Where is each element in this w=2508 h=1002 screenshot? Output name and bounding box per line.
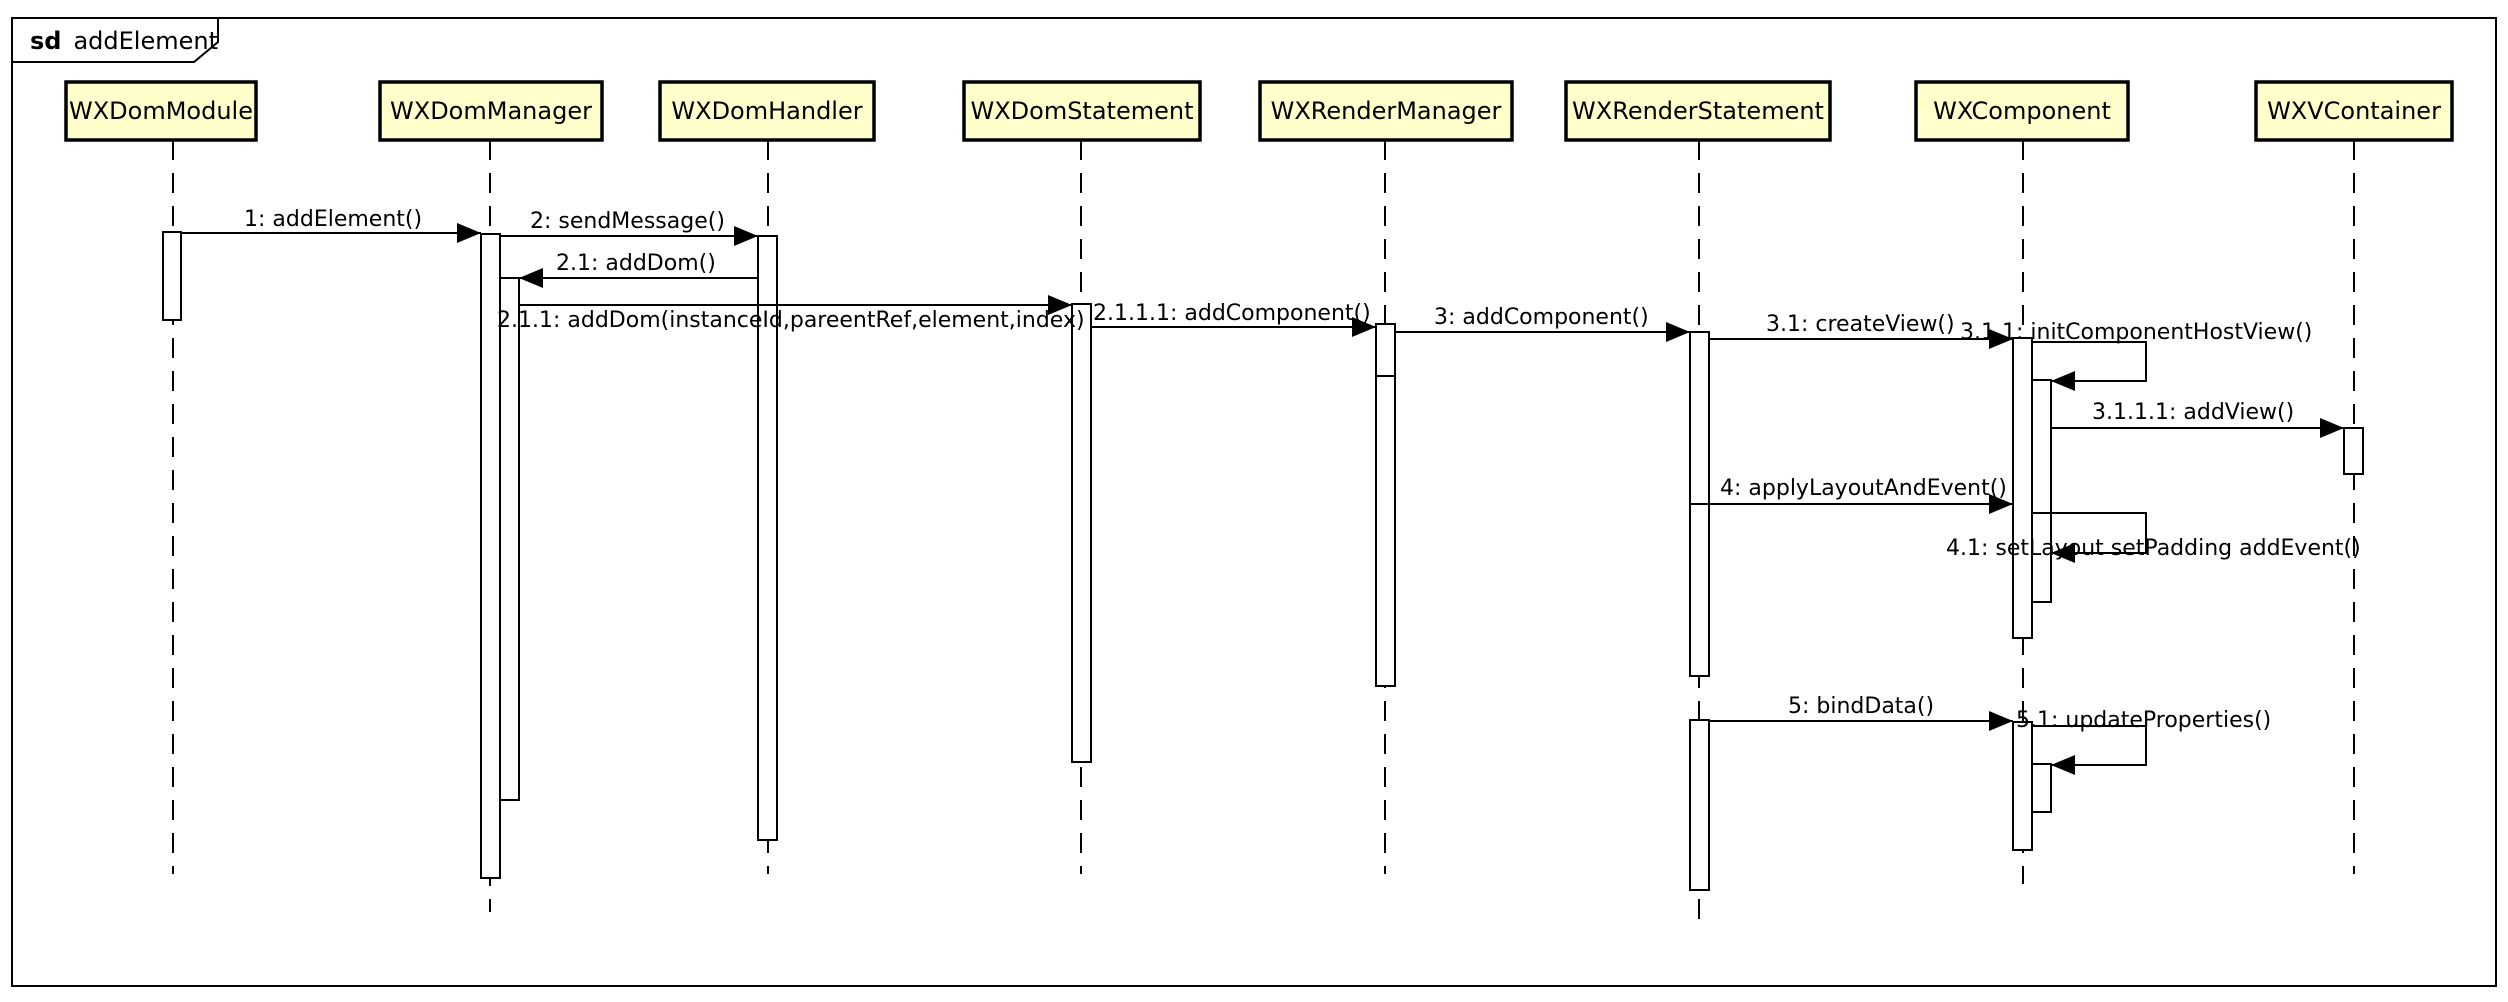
activation-bar [1071,303,1092,763]
arrow-head-icon [1666,322,1690,342]
lifeline-heads: WXDomModule WXDomManager WXDomHandler WX… [64,80,2454,142]
message-5-1: 5.1: updateProperties() [2016,708,2271,775]
arrow-head-icon [519,268,543,288]
lifeline-head-label: WXDomModule [69,97,253,125]
activation-bar [1375,323,1396,687]
arrow-head-icon [1989,329,2013,349]
arrow-head-icon [1352,317,1376,337]
message-2: 2: sendMessage() [500,209,758,246]
frame-label: sd addElement [30,27,218,55]
lifeline-head-box [658,80,876,142]
message-3-1-1-1: 3.1.1.1: addView() [2051,400,2344,438]
arrow-head-icon [2051,371,2075,391]
activation-bar [757,235,778,841]
lifeline-head-label: WXDomStatement [970,97,1193,125]
message-label: 5.1: updateProperties() [2016,708,2271,733]
message-1: 1: addElement() [181,207,481,243]
frame-keyword: sd [30,27,61,55]
arrow-head-icon [1989,711,2013,731]
message-line [2032,512,2147,554]
message-3-1-1: 3.1.1: initComponentHostView() [1960,320,2312,391]
arrow-head-icon [1048,295,1072,315]
lifeline-head-label: WXVContainer [2267,97,2441,125]
message-label: 3.1: createView() [1766,312,1955,337]
arrow-head-icon [2051,543,2075,563]
frame-name-tab [11,17,219,63]
activation-bar [1375,323,1396,377]
lifeline-head-label: WXDomManager [390,97,592,125]
message-line [2032,725,2147,766]
message-label: 3: addComponent() [1434,305,1649,330]
message-line [2032,341,2147,382]
lifeline-head-label: WXComponent [1933,97,2111,125]
activation-bars [162,231,2364,891]
arrow-head-icon [1989,494,2013,514]
message-label: 2.1: addDom() [556,251,716,276]
activation-bar [2012,721,2033,851]
message-2-1-1-1: 2.1.1.1: addComponent() [1091,301,1376,337]
messages: 1: addElement() 2: sendMessage() 2.1: ad… [181,207,2361,775]
message-3-1: 3.1: createView() [1709,312,2013,349]
message-label: 1: addElement() [244,207,422,232]
message-4-1: 4.1: setLayout setPadding addEvent() [1946,512,2361,563]
message-2-1-1: 2.1.1: addDom(instanceId,pareentRef,elem… [497,295,1085,333]
message-label: 4.1: setLayout setPadding addEvent() [1946,536,2361,561]
message-label: 5: bindData() [1788,694,1934,719]
message-3: 3: addComponent() [1395,305,1690,342]
arrow-head-icon [734,226,758,246]
activation-bar [2031,763,2052,813]
lifeline-head-label: WXRenderManager [1271,97,1502,125]
lifeline-head-label: WXDomHandler [671,97,862,125]
message-label: 3.1.1: initComponentHostView() [1960,320,2312,345]
arrow-head-icon [2320,418,2344,438]
activation-bar [2343,427,2364,475]
message-label: 4: applyLayoutAndEvent() [1720,476,2007,501]
lifeline-head-box [2254,80,2454,142]
message-label: 3.1.1.1: addView() [2092,400,2294,425]
arrow-head-icon [457,223,481,243]
message-2-1: 2.1: addDom() [519,251,758,288]
arrow-head-icon [2051,755,2075,775]
activation-bar [1689,719,1710,891]
message-5: 5: bindData() [1709,694,2013,731]
message-label: 2.1.1: addDom(instanceId,pareentRef,elem… [497,308,1085,333]
message-4: 4: applyLayoutAndEvent() [1690,476,2013,514]
message-label: 2: sendMessage() [530,209,725,234]
lifeline-head-box [962,80,1202,142]
activation-bar [499,277,520,801]
lifeline-head-box [64,80,258,142]
lifeline-head-box [1564,80,1832,142]
diagram-frame [11,17,2497,987]
lifeline-head-box [1914,80,2130,142]
activation-bar [2012,337,2033,639]
message-label: 2.1.1.1: addComponent() [1093,301,1371,326]
frame-name: addElement [73,27,218,55]
activation-bar [2031,379,2052,603]
activation-bar [162,231,182,321]
lifeline-head-label: WXRenderStatement [1572,97,1824,125]
